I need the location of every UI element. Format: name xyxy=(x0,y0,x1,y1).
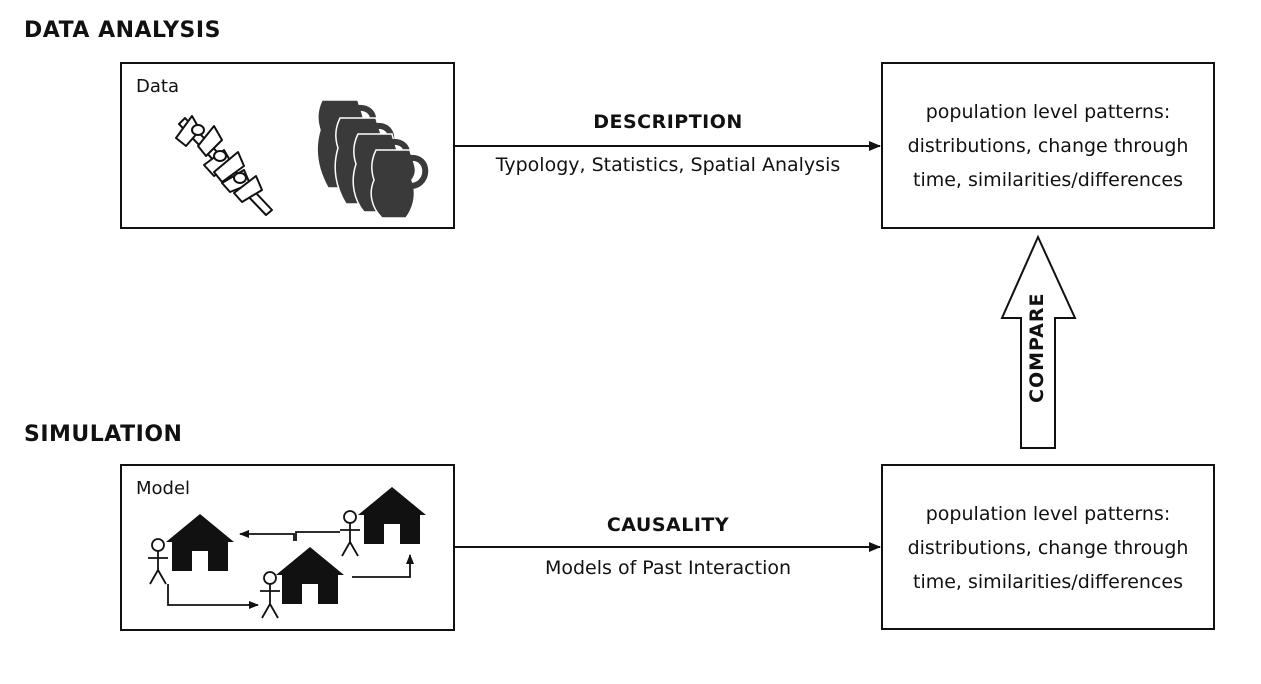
stick-figure-icon xyxy=(148,538,168,585)
patterns-box-top: population level patterns: distributions… xyxy=(881,62,1215,229)
patterns-bottom-line3: time, similarities/differences xyxy=(913,571,1183,593)
patterns-bottom-text: population level patterns: distributions… xyxy=(883,497,1213,599)
flow-arrow-icon xyxy=(167,530,414,609)
causality-subtitle: Models of Past Interaction xyxy=(544,557,792,579)
house-icon xyxy=(276,547,344,604)
data-box-label: Data xyxy=(136,76,179,97)
data-analysis-heading: DATA ANALYSIS xyxy=(24,18,221,43)
description-subtitle: Typology, Statistics, Spatial Analysis xyxy=(495,154,841,176)
stick-figure-icon xyxy=(340,510,360,557)
simulation-heading: SIMULATION xyxy=(24,422,183,447)
compare-arrow xyxy=(1000,234,1077,449)
causality-title: CAUSALITY xyxy=(606,514,730,536)
patterns-box-bottom: population level patterns: distributions… xyxy=(881,464,1215,630)
stick-figure-icon xyxy=(260,571,280,619)
compare-label: COMPARE xyxy=(1026,292,1048,404)
jug-stack-icon xyxy=(316,99,429,219)
house-icon xyxy=(166,514,234,571)
patterns-top-line1: population level patterns: xyxy=(925,101,1171,123)
model-box-label: Model xyxy=(136,478,191,499)
patterns-top-text: population level patterns: distributions… xyxy=(883,95,1213,197)
patterns-bottom-line1: population level patterns: xyxy=(925,503,1171,525)
brooch-icon xyxy=(175,115,273,216)
patterns-top-line2: distributions, change through xyxy=(907,135,1189,157)
patterns-bottom-line2: distributions, change through xyxy=(907,537,1189,559)
house-icon xyxy=(358,487,426,544)
description-title: DESCRIPTION xyxy=(593,111,743,133)
patterns-top-line3: time, similarities/differences xyxy=(913,169,1183,191)
